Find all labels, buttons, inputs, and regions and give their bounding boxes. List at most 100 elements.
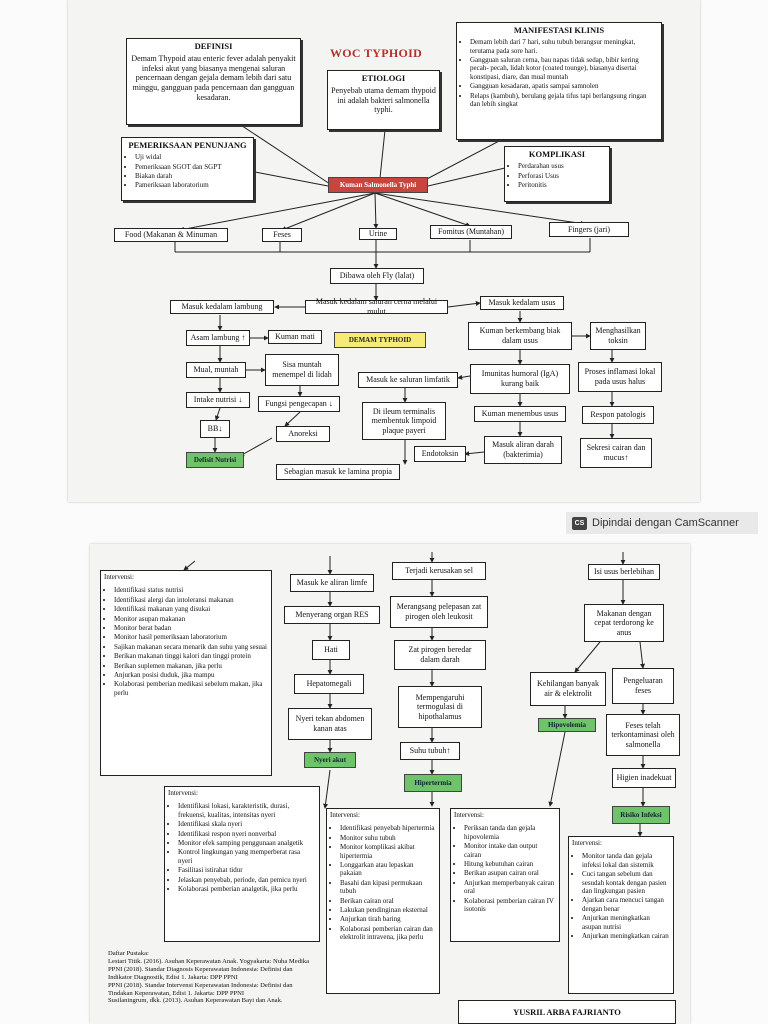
intervensi-item: Identifikasi lokasi, karakteristik, dura… <box>178 802 316 819</box>
defisit-nutrisi-diagnosis: Defisit Nutrisi <box>186 452 244 468</box>
manifestasi-item: Gangguan saluran cerna, bau napas tidak … <box>470 56 658 81</box>
intervensi-item: Monitor efek samping penggunaan analgeti… <box>178 839 316 847</box>
komplikasi-title: KOMPLIKASI <box>528 149 586 159</box>
usus-node: Masuk kedalam usus <box>480 296 564 310</box>
intervensi-item: Identifikasi skala nyeri <box>178 820 316 828</box>
intervensi-item: Jelaskan penyebab, periode, dan pemicu n… <box>178 876 316 884</box>
intervensi-item: Hitung kebutuhan cairan <box>464 860 556 868</box>
pirogen-darah-node: Zat pirogen beredar dalam darah <box>394 640 486 670</box>
route-food: Food (Makanan & Minuman <box>114 228 228 242</box>
intervensi-title: Intervensi: <box>168 789 198 797</box>
intervensi-hipovolemia-box: Intervensi: Periksan tanda dan gejala hi… <box>450 808 560 942</box>
pustaka-item: Susilaningrum, dkk. (2013). Asuhan Keper… <box>108 997 283 1005</box>
kerusakan-node: Terjadi kerusakan sel <box>392 562 486 580</box>
intervensi-item: Lakukan pendinginan eksternal <box>340 906 436 914</box>
intake-node: Intake nutrisi ↓ <box>186 392 250 408</box>
intervensi-item: Kolaborasi pemberian cairan IV isotonis <box>464 897 556 914</box>
intervensi-title: Intervensi: <box>572 839 602 847</box>
makanan-cepat-node: Makanan dengan cepat terdorong ke anus <box>584 604 664 642</box>
route-fomitus: Fomitus (Muntahan) <box>430 225 512 239</box>
anoreksi-node: Anoreksi <box>276 426 330 442</box>
asam-node: Asam lambung ↑ <box>186 330 250 346</box>
intervensi-item: Monitor suhu tubuh <box>340 834 436 842</box>
demam-typhoid-diagnosis: DEMAM TYPHOID <box>334 332 426 348</box>
imun-node: Imunitas humoral (IgA) kurang baik <box>470 364 570 394</box>
route-fingers: Fingers (jari) <box>549 222 629 237</box>
camscanner-watermark: CS Dipindai dengan CamScanner <box>566 512 758 534</box>
center-node: Kuman Salmonella Typhi <box>328 177 428 193</box>
etiologi-text: Penyebab utama demam thypoid ini adalah … <box>331 86 436 115</box>
limfatik-node: Masuk ke saluran limfatik <box>358 372 458 388</box>
intervensi-item: Anjurkan meningkatkan asupan nutrisi <box>582 914 670 931</box>
intervensi-title: Intervensi: <box>454 811 484 819</box>
kuman-mati-node: Kuman mati <box>268 330 322 344</box>
intervensi-title: Intervensi: <box>330 811 360 819</box>
feses-kontaminasi-node: Feses telah terkontaminasi oleh salmonel… <box>606 714 680 756</box>
intervensi-infeksi-box: Intervensi: Monitor tanda dan gejala inf… <box>568 836 674 994</box>
pustaka-item: Lestari Titik. (2016). Asuhan Keperawata… <box>108 957 310 965</box>
intervensi-item: Kolaborasi pemberian cairan dan elektrol… <box>340 925 436 942</box>
komplikasi-item: Perforasi Usus <box>518 172 606 180</box>
intervensi-item: Identifikasi alergi dan intoleransi maka… <box>114 596 268 604</box>
pustaka-item: PPNI (2018). Standar Diagnosis Keperawat… <box>108 965 293 981</box>
termoregulasi-node: Mempengaruhi termogulasi di hipothalamus <box>398 686 482 728</box>
intervensi-nutrisi-box: Intervensi: Identifikasi status nutrisi … <box>100 570 272 776</box>
intervensi-item: Ajarkan cara mencuci tangan dengan benar <box>582 896 670 913</box>
intervensi-item: Berikan makanan tinggi kalori dan tinggi… <box>114 652 268 660</box>
pengeluaran-node: Pengeluaran feses <box>612 668 674 704</box>
penunjang-item: Uji widal <box>135 153 250 161</box>
intervensi-item: Monitor hasil pemeriksaan laboratorium <box>114 633 268 641</box>
route-urine: Urine <box>359 228 397 240</box>
intervensi-item: Identifikasi respon nyeri nonverbal <box>178 830 316 838</box>
manifestasi-title: MANIFESTASI KLINIS <box>513 25 605 35</box>
intervensi-item: Kontrol lingkungan yang memperberat rasa… <box>178 848 316 865</box>
diagram-title: WOC TYPHOID <box>330 46 423 60</box>
intervensi-item: Fasilitasi istirahat tidur <box>178 866 316 874</box>
intervensi-item: Anjurkan tirah baring <box>340 915 436 923</box>
ileum-node: Di ileum terminalis membentuk limpoid pl… <box>362 402 446 440</box>
hipertermia-diagnosis: Hipertermia <box>404 774 462 792</box>
definisi-title: DEFINISI <box>194 41 233 51</box>
intervensi-item: Kolaborasi pemberian analgetik, jika per… <box>178 885 316 893</box>
intervensi-item: Sajikan makanan secara menarik dan suhu … <box>114 643 268 651</box>
isi-usus-node: Isi usus berlebihan <box>588 564 660 580</box>
intervensi-item: Identifikasi penyebab hipertermia <box>340 824 436 832</box>
fly-node: Dibawa oleh Fly (lalat) <box>330 268 424 284</box>
route-feses: Feses <box>262 228 302 242</box>
daftar-pustaka: Daftar Pustaka: Lestari Titik. (2016). A… <box>108 950 318 1005</box>
intervensi-item: Berikan suplemen makanan, jika perlu <box>114 662 268 670</box>
intervensi-hipertermia-box: Intervensi: Identifikasi penyebab hipert… <box>326 808 440 994</box>
kehilangan-node: Kehilangan banyak air & elektrolit <box>530 672 606 706</box>
lambung-node: Masuk kedalam lambung <box>170 300 274 314</box>
intervensi-title: Intervensi: <box>104 573 134 581</box>
manifestasi-item: Demam lebih dari 7 hari, suhu tubuh bera… <box>470 38 658 55</box>
saluran-node: Masuk kedalam saluran cerna melalui mulu… <box>305 297 448 316</box>
mual-node: Mual, muntah <box>186 362 246 378</box>
penunjang-item: Pameriksaan laboratorium <box>135 181 250 189</box>
intervensi-item: Monitor intake dan output cairan <box>464 842 556 859</box>
penunjang-title: PEMERIKSAAN PENUNJANG <box>128 140 247 150</box>
definisi-text: Demam Thypoid atau enteric fever adalah … <box>131 54 296 102</box>
hati-node: Hati <box>312 640 350 660</box>
intervensi-item: Longgarkan atau lepaskan pakaian <box>340 861 436 878</box>
manifestasi-item: Gangguan kesadaran, apatis sampai samnol… <box>470 82 658 90</box>
komplikasi-item: Peritonitis <box>518 181 606 189</box>
penunjang-item: Pemeriksaan SGOT dan SGPT <box>135 163 250 171</box>
pengecapan-node: Fungsi pengecapan ↓ <box>258 396 340 412</box>
author-name: YUSRIL ARBA FAJRIANTO <box>458 1000 676 1024</box>
intervensi-item: Anjurkan meningkatkan cairan <box>582 932 670 940</box>
nyeri-tekan-node: Nyeri tekan abdomen kanan atas <box>288 708 372 740</box>
definisi-box: DEFINISI Demam Thypoid atau enteric feve… <box>126 38 301 125</box>
intervensi-item: Kolaborasi pemberian medikasi sebelum ma… <box>114 680 268 697</box>
menembus-node: Kuman menembus usus <box>474 406 566 422</box>
intervensi-item: Monitor tanda dan gejala infeksi lokal d… <box>582 852 670 869</box>
bb-node: BB↓ <box>200 420 230 438</box>
suhu-node: Suhu tubuh↑ <box>400 742 460 760</box>
etiologi-box: ETIOLOGI Penyebab utama demam thypoid in… <box>327 70 440 130</box>
intervensi-item: Monitor asupan makanan <box>114 615 268 623</box>
pustaka-item: PPNI (2018). Standar Intervensi Keperawa… <box>108 981 293 997</box>
komplikasi-item: Perdarahan usus <box>518 162 606 170</box>
penunjang-item: Biakan darah <box>135 172 250 180</box>
camscanner-text: Dipindai dengan CamScanner <box>592 517 739 529</box>
hepatomegali-node: Hepatomegali <box>294 674 364 694</box>
